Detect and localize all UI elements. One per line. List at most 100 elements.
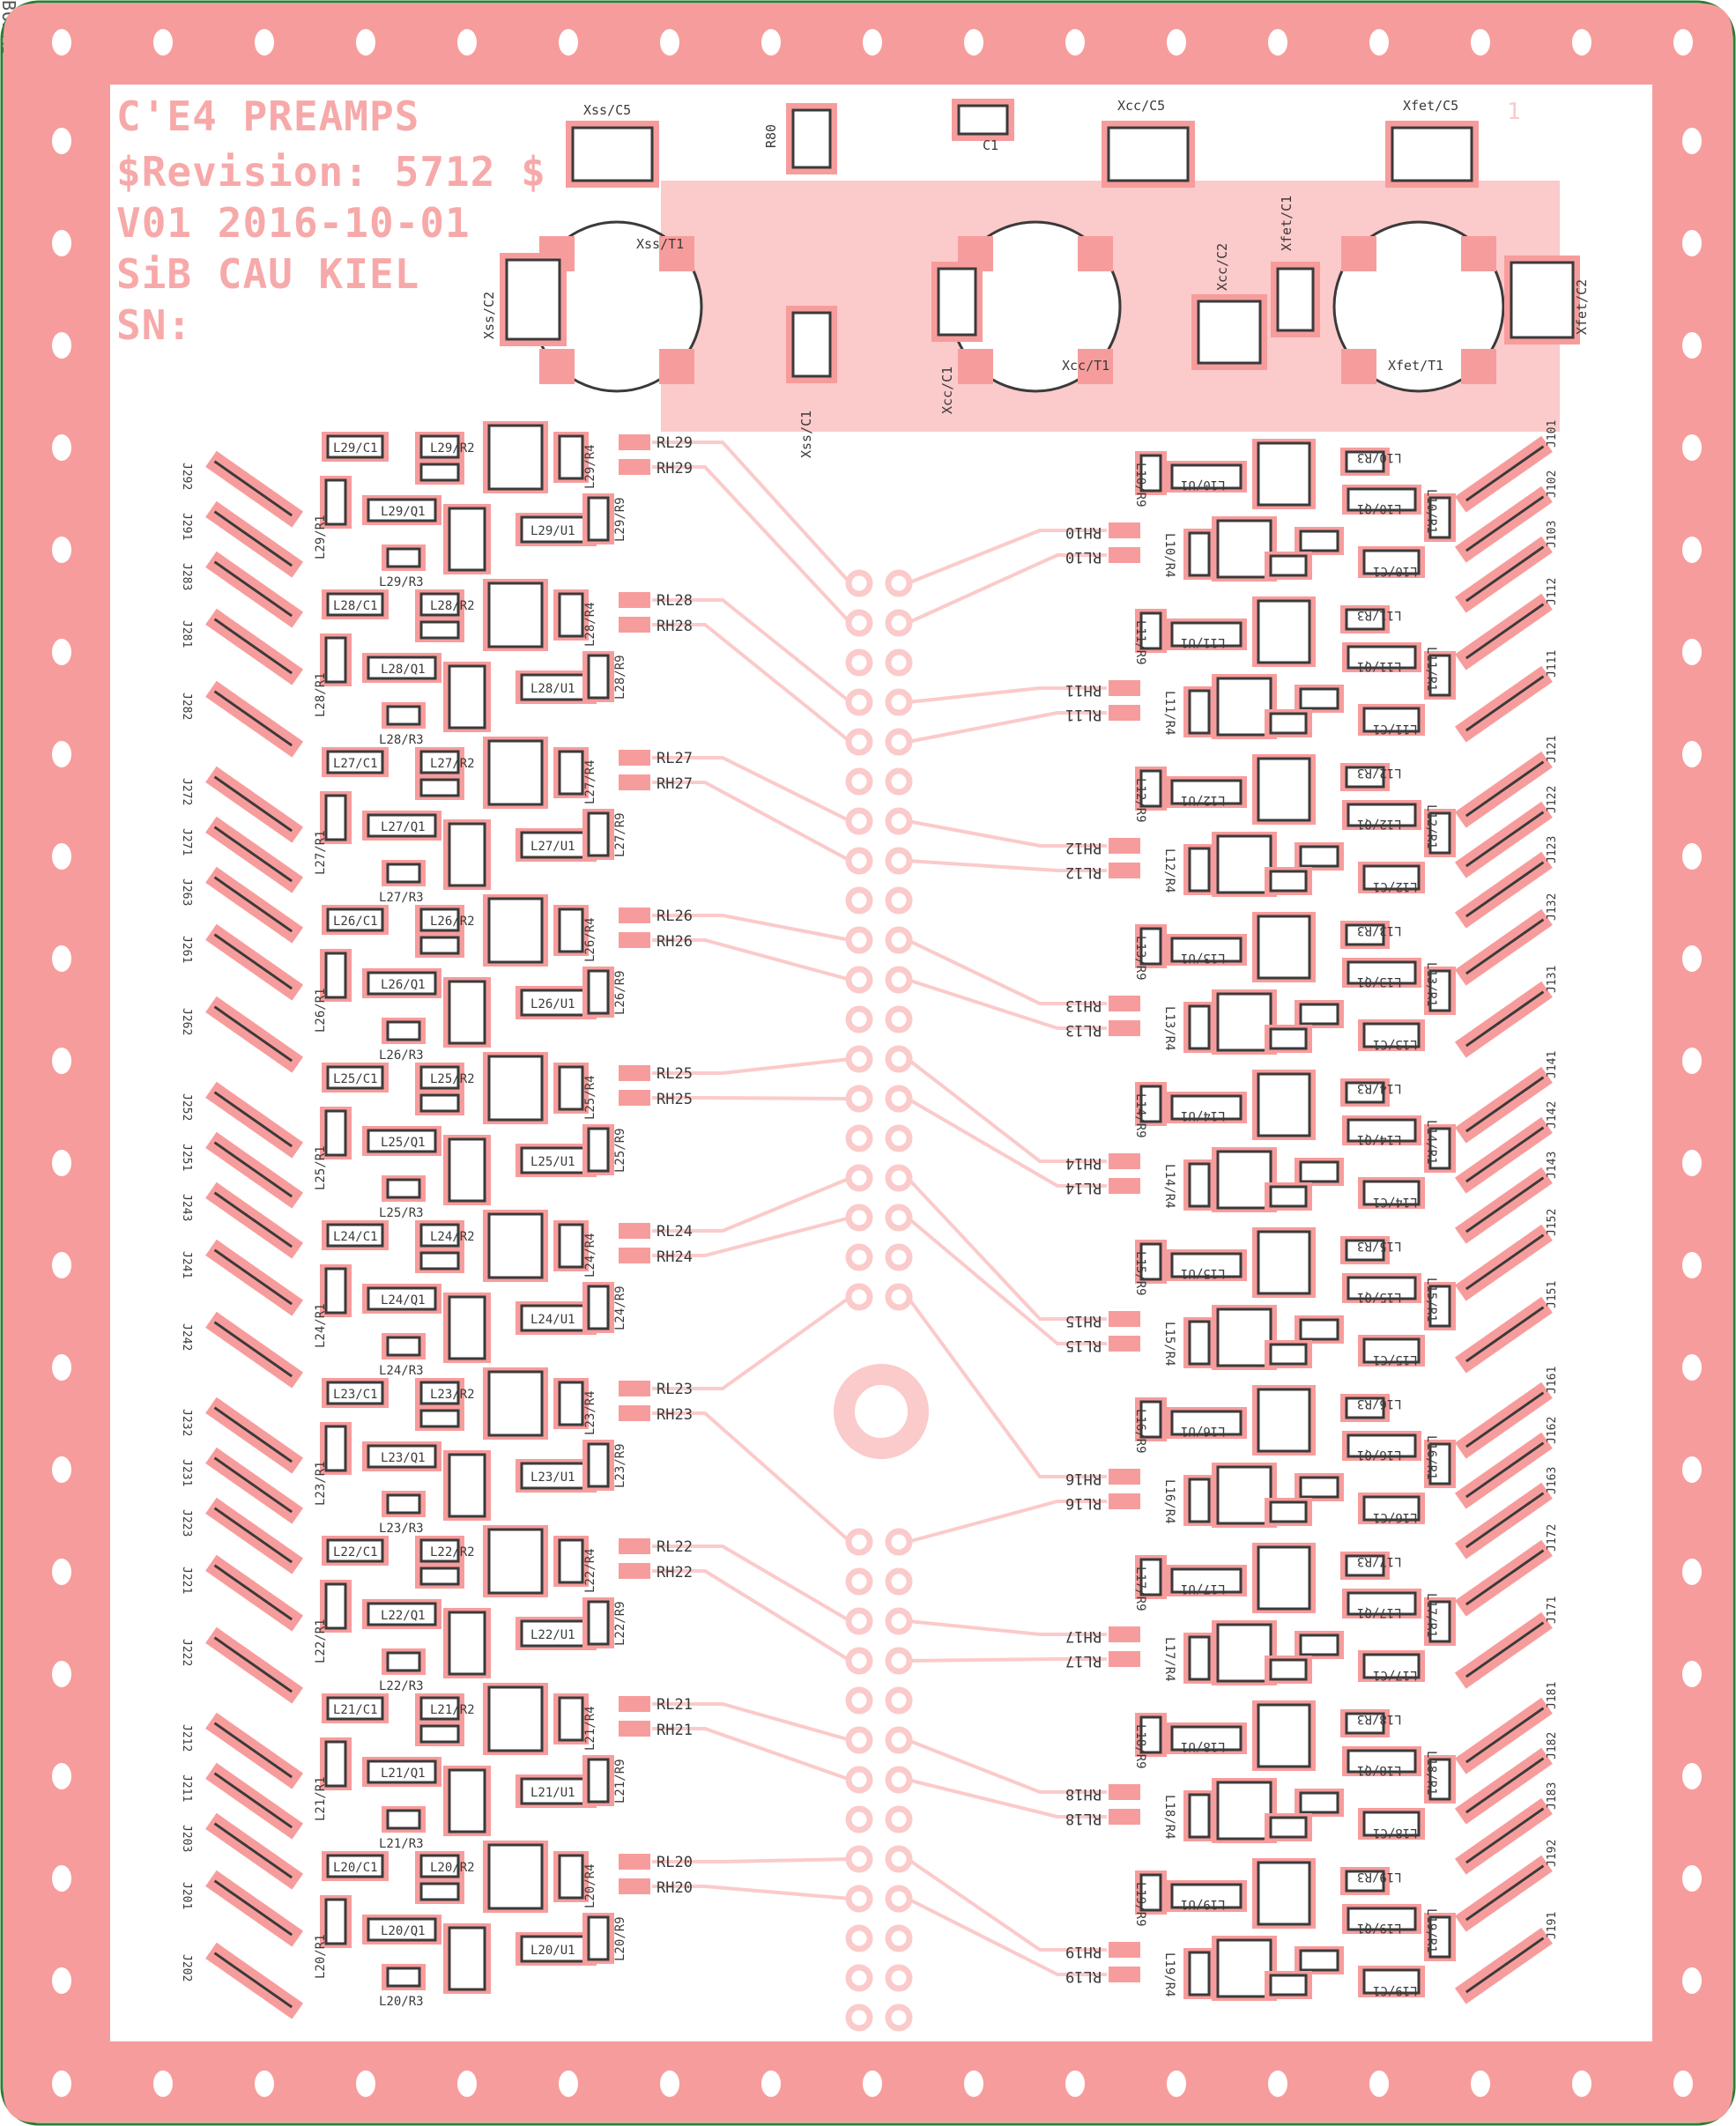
- mounting-hole: [52, 128, 71, 154]
- rh-pad: [1109, 1469, 1140, 1485]
- capacitor-body: [1197, 300, 1262, 365]
- component-label: L28/U1: [530, 682, 575, 696]
- component-label: L24/R3: [379, 1364, 424, 1378]
- component-label: L21/U1: [530, 1786, 575, 1800]
- component-label: L28/R1: [314, 672, 328, 717]
- component-label: L11/R9: [1133, 620, 1147, 665]
- trace: [652, 1569, 852, 1663]
- component-body: [1299, 1318, 1339, 1341]
- component-body: [326, 1854, 384, 1878]
- mounting-hole: [1268, 2070, 1287, 2097]
- connector-pad: [205, 1447, 304, 1524]
- mounting-hole: [1682, 1661, 1702, 1687]
- top-component-label: Xcc/C1: [939, 367, 955, 414]
- connector-label: J151: [1546, 1281, 1559, 1308]
- connector-silk: [213, 876, 293, 933]
- connector-pad: [1454, 435, 1553, 513]
- component-label: L27/C1: [333, 757, 378, 771]
- component-body: [1299, 1160, 1339, 1183]
- connector-pad: [1454, 1116, 1553, 1194]
- connector-label: J111: [1546, 650, 1559, 678]
- component-label: L24/Q1: [381, 1293, 426, 1307]
- component-body: [419, 907, 460, 932]
- title-line-5: SN:: [116, 301, 193, 349]
- component-label: L23/C1: [333, 1388, 378, 1402]
- trace: [652, 1176, 851, 1233]
- mounting-hole: [52, 1048, 71, 1074]
- transistor-pad: [539, 349, 575, 384]
- component-label: L23/R4: [583, 1390, 597, 1435]
- component-body: [520, 1777, 592, 1805]
- component-body: [448, 1768, 486, 1833]
- rl-label: RL16: [1065, 1494, 1102, 1512]
- component-body: [1188, 1320, 1211, 1366]
- component-body: [386, 1967, 421, 1988]
- title-line-1: C'E4 PREAMPS: [116, 93, 420, 140]
- rl-label: RL27: [657, 750, 693, 767]
- component-label: L15/C1: [1373, 1352, 1418, 1367]
- component-body: [419, 1882, 460, 1901]
- component-body: [1170, 1883, 1243, 1909]
- capacitor-body: [1510, 261, 1575, 339]
- component-body: [1428, 1600, 1451, 1643]
- component-body: [1216, 992, 1272, 1052]
- connector-pad: [1454, 1697, 1553, 1774]
- connector-label: J231: [180, 1459, 193, 1486]
- rh-pad: [619, 1563, 650, 1579]
- component-label: L27/R3: [379, 891, 424, 905]
- rh-label: RH20: [657, 1879, 693, 1897]
- component-label: L16/R3: [1357, 1396, 1402, 1411]
- component-body: [1188, 1478, 1211, 1523]
- component-body: [1188, 689, 1211, 735]
- component-body: [386, 547, 421, 568]
- rh-pad: [619, 774, 650, 790]
- capacitor-body: [791, 108, 832, 169]
- component-body: [1188, 1162, 1211, 1208]
- connector-pad: [1454, 1539, 1553, 1617]
- component-body: [1216, 1307, 1272, 1367]
- component-body: [1216, 519, 1272, 579]
- component-label: L16/R4: [1162, 1479, 1176, 1524]
- via: [845, 1964, 873, 1992]
- component-label: L19/Q1: [1357, 1921, 1402, 1935]
- component-label: L17/R3: [1357, 1554, 1402, 1568]
- component-body: [448, 822, 486, 887]
- component-body: [1257, 1703, 1311, 1768]
- mounting-hole: [1167, 2070, 1186, 2097]
- component-label: L14/R4: [1162, 1164, 1176, 1209]
- via: [885, 1805, 913, 1833]
- component-body: [1428, 654, 1451, 697]
- rl-label: RL19: [1065, 1967, 1102, 1985]
- rh-pad: [619, 1405, 650, 1421]
- rl-label: RL10: [1065, 548, 1102, 566]
- mounting-hole: [52, 741, 71, 767]
- component-body: [1139, 769, 1162, 808]
- capacitor-body: [1276, 267, 1315, 332]
- connector-pad: [205, 500, 304, 578]
- component-body: [1257, 1230, 1311, 1295]
- component-body: [487, 1685, 544, 1752]
- via: [845, 1805, 873, 1833]
- component-label: L14/U1: [1181, 1108, 1226, 1122]
- component-label: L10/U1: [1181, 478, 1226, 492]
- connector-silk: [1465, 1441, 1545, 1499]
- mounting-hole: [356, 29, 375, 56]
- rl-pad: [619, 1854, 650, 1870]
- component-body: [419, 936, 460, 955]
- component-label: L25/R2: [430, 1072, 475, 1086]
- rl-pad: [1109, 1493, 1140, 1509]
- connector-label: J261: [180, 936, 193, 963]
- component-label: L19/C1: [1373, 1983, 1418, 1997]
- rl-label: RL14: [1065, 1179, 1102, 1196]
- trace: [652, 1885, 851, 1900]
- component-body: [367, 971, 437, 996]
- via: [885, 1243, 913, 1271]
- component-body: [1257, 915, 1311, 980]
- connector-silk: [213, 1564, 293, 1621]
- component-body: [1269, 712, 1308, 735]
- component-body: [1216, 1623, 1272, 1683]
- top-component-label: Xfet/C5: [1403, 98, 1458, 114]
- capacitor-body: [571, 126, 654, 182]
- mounting-hole: [1369, 2070, 1389, 2097]
- component-label: L19/U1: [1181, 1897, 1226, 1911]
